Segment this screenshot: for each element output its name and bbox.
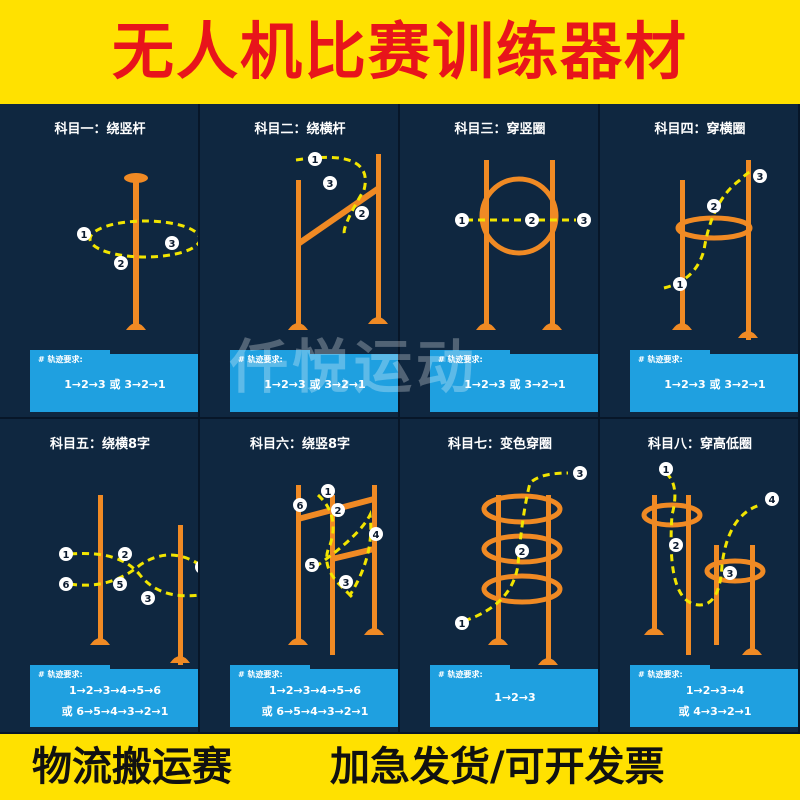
track-sequence-reverse: 或 6→5→4→3→2→1 — [261, 705, 369, 718]
cell-subject-2: 科目二：绕横杆 1 2 3 # 轨迹要求: 1→2→3 或 3→2→1 — [200, 104, 400, 419]
footer-event-name: 物流搬运赛 — [32, 744, 232, 790]
cell-title: 科目二：绕横杆 — [254, 122, 346, 137]
svg-text:2: 2 — [711, 202, 718, 213]
svg-text:2: 2 — [673, 541, 680, 552]
svg-text:4: 4 — [373, 530, 380, 541]
track-panel — [630, 669, 798, 727]
track-panel — [630, 354, 798, 412]
track-panel — [230, 669, 398, 727]
track-panel — [430, 669, 598, 727]
svg-text:1: 1 — [663, 465, 670, 476]
svg-text:2: 2 — [122, 550, 129, 561]
cell-title: 科目三：穿竖圈 — [454, 122, 546, 137]
svg-text:3: 3 — [577, 469, 584, 480]
footer-shipping-note: 加急发货/可开发票 — [330, 744, 665, 790]
svg-text:1: 1 — [312, 155, 319, 166]
svg-text:5: 5 — [117, 580, 124, 591]
training-grid: 科目一：绕竖杆 1 2 3 # 轨迹要求: 1→2→3 或 3→2→1 科目二：… — [0, 104, 800, 734]
vertical-ring-diagram: 1 2 3 — [455, 160, 591, 330]
cell-title: 科目六：绕竖8字 — [249, 437, 351, 452]
cell-title: 科目五：绕横8字 — [49, 437, 151, 452]
track-sequence: 1→2→3→4→5→6 — [268, 684, 361, 697]
svg-text:3: 3 — [343, 578, 350, 589]
cell-title: 科目四：穿横圈 — [654, 122, 746, 137]
panel-label: # 轨迹要求: — [438, 670, 483, 679]
svg-text:4: 4 — [769, 495, 776, 506]
horizontal-bar-diagram: 1 2 3 — [288, 152, 388, 330]
svg-text:1: 1 — [459, 216, 466, 227]
cell-title: 科目七：变色穿圈 — [447, 437, 552, 452]
track-panel — [30, 354, 198, 412]
svg-text:2: 2 — [529, 216, 536, 227]
cell-subject-4: 科目四：穿横圈 1 2 3 # 轨迹要求: 1→2→3 或 3→2→1 — [600, 104, 800, 419]
panel-label: # 轨迹要求: — [38, 355, 83, 364]
track-panel — [30, 669, 198, 727]
cell-subject-6: 科目六：绕竖8字 1 2 3 4 5 6 # 轨迹要求: 1→2→3→4→5→6… — [200, 419, 400, 734]
cell-subject-3: 科目三：穿竖圈 1 2 3 # 轨迹要求: 1→2→3 或 3→2→1 — [400, 104, 600, 419]
svg-text:2: 2 — [519, 547, 526, 558]
panel-label: # 轨迹要求: — [638, 670, 683, 679]
track-sequence: 1→2→3 或 3→2→1 — [464, 378, 566, 391]
svg-text:1: 1 — [459, 619, 466, 630]
svg-text:5: 5 — [309, 561, 316, 572]
svg-text:1: 1 — [81, 230, 88, 241]
svg-text:2: 2 — [118, 259, 125, 270]
cell-title: 科目八：穿高低圈 — [647, 437, 752, 452]
track-panel — [430, 354, 598, 412]
svg-text:1: 1 — [677, 280, 684, 291]
svg-text:6: 6 — [63, 580, 70, 591]
vertical-pole-diagram: 1 2 3 — [77, 173, 198, 330]
top-banner — [0, 0, 800, 104]
svg-text:6: 6 — [297, 501, 304, 512]
svg-text:2: 2 — [359, 209, 366, 220]
panel-label: # 轨迹要求: — [238, 670, 283, 679]
svg-text:2: 2 — [335, 506, 342, 517]
panel-label: # 轨迹要求: — [38, 670, 83, 679]
svg-text:3: 3 — [327, 179, 334, 190]
high-low-rings-diagram: 1 2 3 4 — [641, 462, 779, 655]
track-panel — [230, 354, 398, 412]
svg-text:3: 3 — [581, 216, 588, 227]
svg-text:1: 1 — [325, 487, 332, 498]
panel-label: # 轨迹要求: — [638, 355, 683, 364]
footer-banner — [0, 734, 800, 800]
page-title: 无人机比赛训练器材 — [111, 15, 688, 88]
horizontal-ring-diagram: 1 2 3 — [663, 160, 767, 340]
track-sequence: 1→2→3→4→5→6 — [68, 684, 161, 697]
cell-subject-5: 科目五：绕横8字 1 2 3 4 5 6 # 轨迹要求: 1→2→3→4→5→6… — [0, 419, 200, 734]
track-sequence-reverse: 或 6→5→4→3→2→1 — [61, 705, 169, 718]
track-sequence: 1→2→3 — [494, 691, 536, 704]
cell-title: 科目一：绕竖杆 — [54, 122, 146, 137]
watermark: 仟悦运动 — [230, 333, 479, 401]
cell-subject-7: 科目七：变色穿圈 1 2 3 # 轨迹要求: 1→2→3 — [400, 419, 600, 734]
svg-text:3: 3 — [727, 569, 734, 580]
svg-text:1: 1 — [63, 550, 70, 561]
track-sequence: 1→2→3→4 — [685, 684, 745, 697]
svg-text:3: 3 — [169, 239, 176, 250]
track-sequence-reverse: 或 4→3→2→1 — [678, 705, 752, 718]
panel-label: # 轨迹要求: — [238, 355, 283, 364]
cell-subject-1: 科目一：绕竖杆 1 2 3 # 轨迹要求: 1→2→3 或 3→2→1 — [0, 104, 200, 419]
color-change-rings-diagram: 1 2 3 — [455, 466, 587, 665]
track-sequence: 1→2→3 或 3→2→1 — [664, 378, 766, 391]
track-sequence: 1→2→3 或 3→2→1 — [64, 378, 166, 391]
svg-text:3: 3 — [757, 172, 764, 183]
cell-subject-8: 科目八：穿高低圈 1 2 3 4 # 轨迹要求: 1→2→3→4 或 4→3→2… — [600, 419, 800, 734]
panel-label: # 轨迹要求: — [438, 355, 483, 364]
horizontal-figure8-diagram: 1 2 3 4 5 6 — [59, 495, 198, 665]
svg-text:3: 3 — [145, 594, 152, 605]
track-sequence: 1→2→3 或 3→2→1 — [264, 378, 366, 391]
vertical-figure8-diagram: 1 2 3 4 5 6 — [288, 484, 384, 655]
